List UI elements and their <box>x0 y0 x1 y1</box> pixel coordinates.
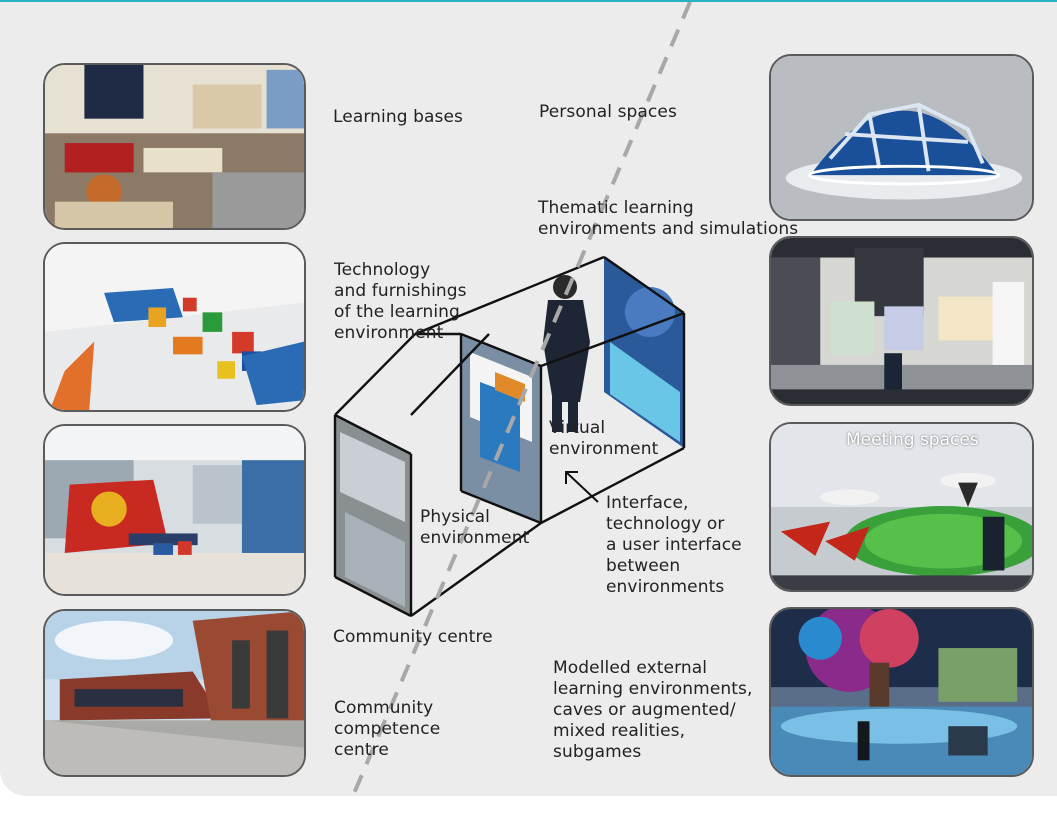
playroom-photo <box>43 242 306 412</box>
virtual-dome-photo <box>769 54 1034 221</box>
diagram-panel: Learning bases Personal spaces Thematic … <box>0 0 1057 796</box>
interface-screen <box>461 334 541 523</box>
thematic-label: Thematic learning environments and simul… <box>538 198 799 239</box>
virtual-environment-label: Virtual environment <box>549 418 659 459</box>
personal-spaces-label: Personal spaces <box>539 102 677 122</box>
meeting-spaces-label: Meeting spaces <box>846 430 979 450</box>
virtual-meeting-photo <box>769 422 1034 592</box>
technology-label: Technology and furnishings of the learni… <box>334 260 467 343</box>
community-centre-label: Community centre <box>333 627 493 647</box>
virtual-tree-photo <box>769 607 1034 777</box>
interface-label: Interface, technology or a user interfac… <box>606 493 742 597</box>
school-building-photo <box>43 609 306 777</box>
learning-bases-label: Learning bases <box>333 107 463 127</box>
school-hall-photo <box>43 424 306 596</box>
virtual-gallery-photo <box>769 236 1034 406</box>
physical-screen <box>335 415 411 616</box>
competence-centre-label: Community competence centre <box>334 698 441 760</box>
classroom-photo <box>43 63 306 230</box>
interface-arrow <box>565 471 599 503</box>
physical-environment-label: Physical environment <box>420 507 530 548</box>
modelled-environments-label: Modelled external learning environments,… <box>553 658 753 762</box>
avatar-figure <box>543 275 590 432</box>
